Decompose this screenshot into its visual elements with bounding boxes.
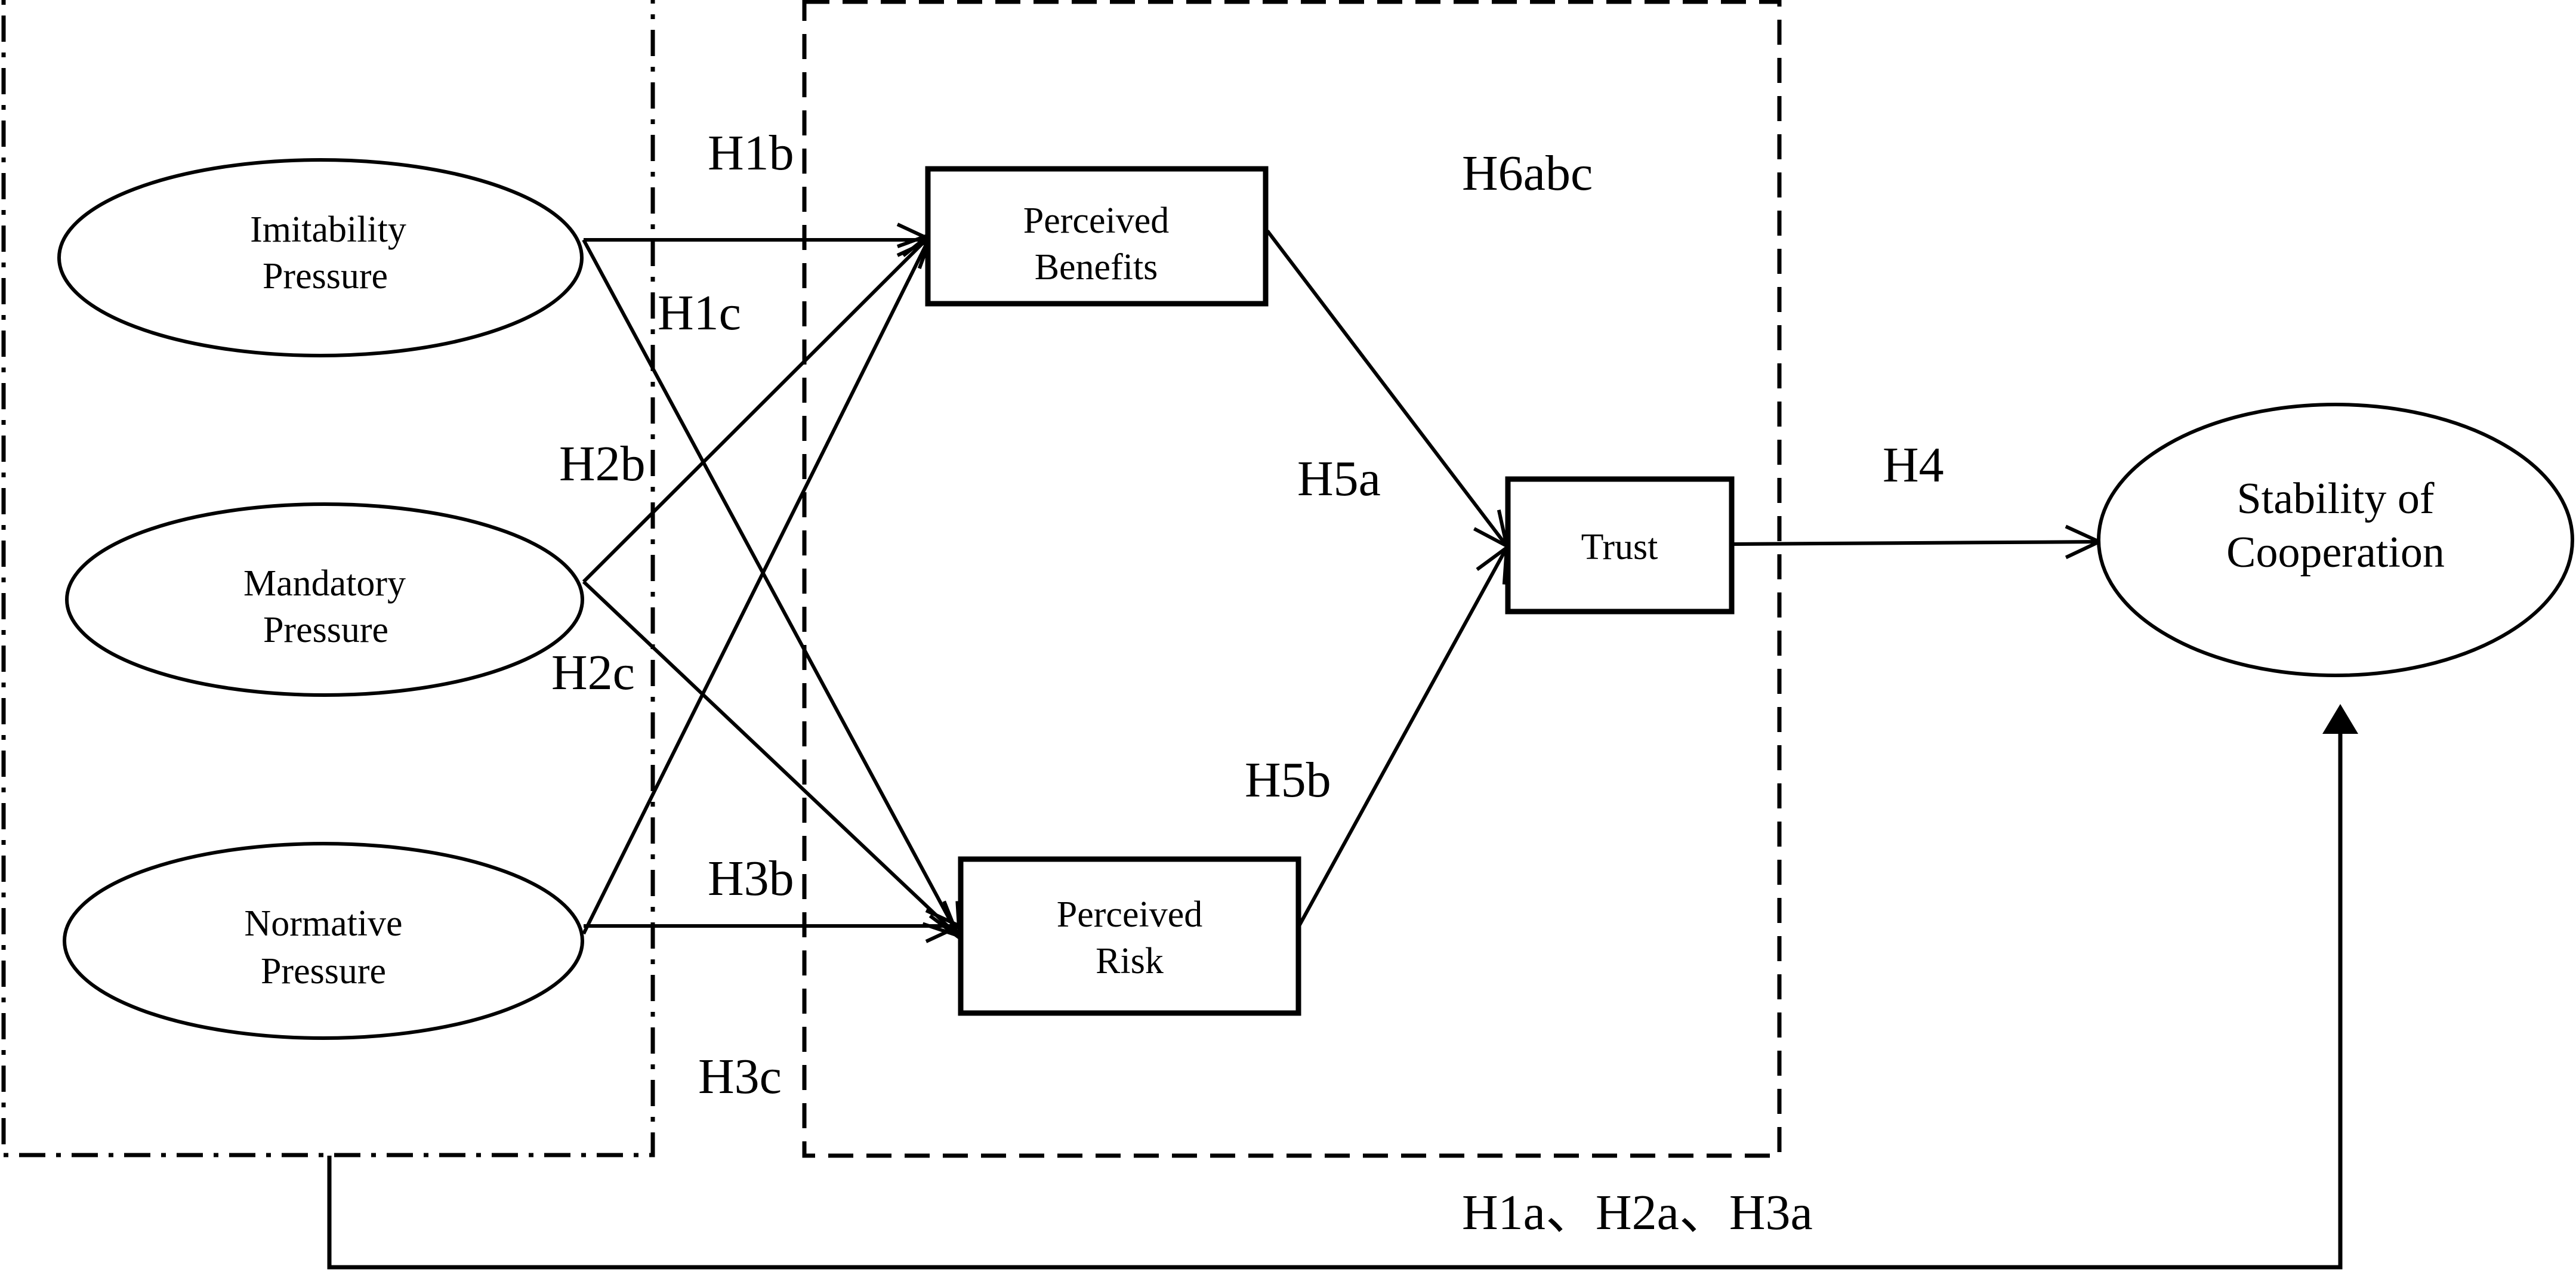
edge-mandatory-to-risk [582,580,958,936]
node-normative-line1: Normative [244,903,402,944]
node-trust: Trust [1505,476,1735,615]
node-perceived-risk: Perceived Risk [958,856,1301,1016]
label-h1c: H1c [658,285,741,341]
node-risk-line1: Perceived [1057,894,1202,935]
label-h3b: H3b [708,851,794,906]
label-h1a-h2a-h3a: H1a、H2a、H3a [1462,1185,1813,1240]
node-stability-of-cooperation: Stability of Cooperation [2097,403,2574,677]
edge-mandatory-to-benefits [582,234,932,583]
node-imitability-line1: Imitability [250,209,406,250]
edge-normative-to-benefits [582,233,932,935]
node-mandatory-line1: Mandatory [243,563,406,604]
node-perceived-benefits: Perceived Benefits [925,166,1269,307]
mediator-group-frame [802,0,1782,1158]
edge-benefits-to-trust [1266,230,1507,546]
node-normative-pressure: Normative Pressure [63,842,584,1040]
edge-imitability-to-risk [582,239,960,938]
node-normative-line2: Pressure [261,951,386,992]
node-risk-line2: Risk [1096,941,1164,981]
label-h5a: H5a [1297,451,1381,507]
node-stability-line1: Stability of [2237,474,2435,523]
node-imitability-line2: Pressure [263,256,388,297]
institutional-pressure-group-frame [1,0,655,1157]
node-mandatory-line2: Pressure [263,610,388,650]
node-mandatory-pressure: Mandatory Pressure [65,502,584,697]
label-h2c: H2c [551,645,635,700]
label-h4: H4 [1883,437,1944,493]
label-h6abc: H6abc [1462,146,1593,201]
edge-risk-to-trust [1297,548,1507,927]
edge-trust-to-stability [1732,542,2099,544]
node-stability-line2: Cooperation [2226,528,2445,577]
node-benefits-line2: Benefits [1035,247,1158,288]
label-h5b: H5b [1245,752,1331,808]
edge-pressures-to-stability-arrowhead [2322,704,2358,734]
edge-pressures-to-stability [327,734,2343,1270]
label-h1b: H1b [708,125,794,181]
node-benefits-line1: Perceived [1023,200,1169,241]
label-h3c: H3c [698,1049,782,1104]
node-imitability-pressure: Imitability Pressure [57,158,584,357]
node-trust-label: Trust [1581,527,1658,567]
label-h2b: H2b [559,436,646,492]
